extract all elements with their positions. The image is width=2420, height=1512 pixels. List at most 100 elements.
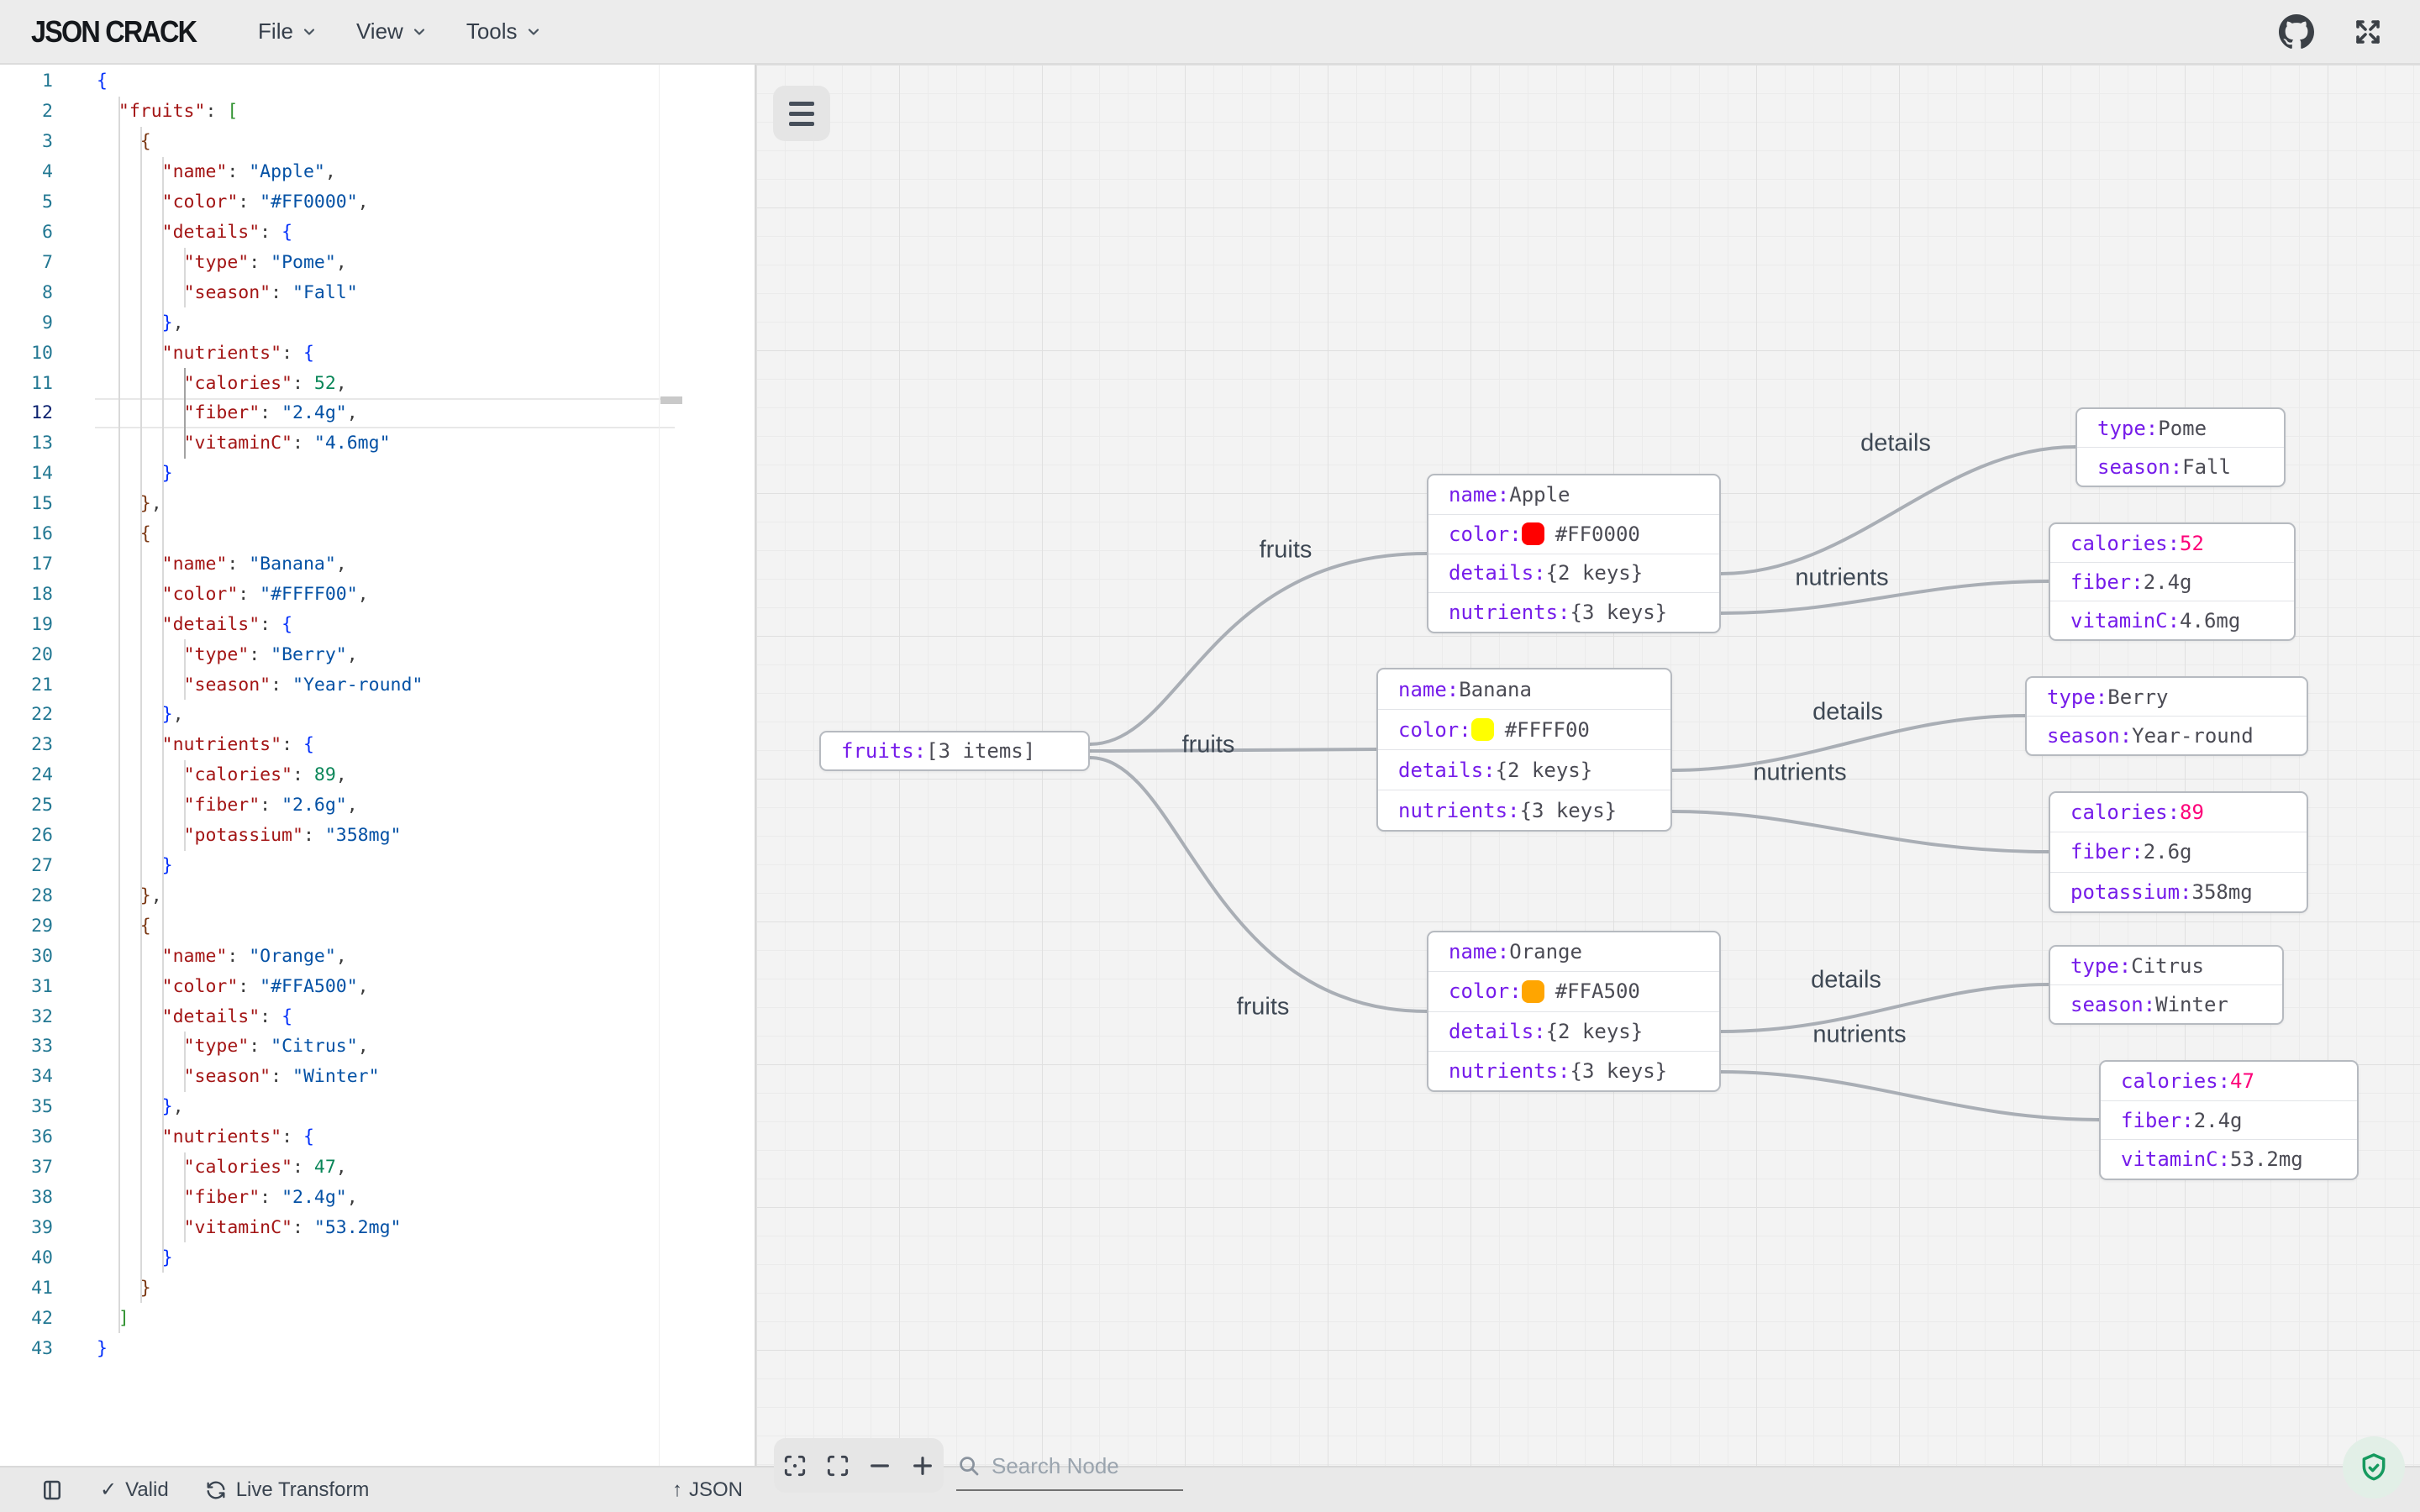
line-number: 41 xyxy=(31,1277,53,1299)
node-key: vitaminC: xyxy=(2121,1147,2231,1172)
editor-line[interactable]: 22 }, xyxy=(0,700,755,730)
menu-view[interactable]: View xyxy=(356,18,428,45)
line-number: 6 xyxy=(42,221,53,243)
editor-line[interactable]: 19 "details": { xyxy=(0,609,755,639)
code-text: "details": { xyxy=(161,613,293,635)
privacy-shield-button[interactable] xyxy=(2343,1436,2405,1499)
valid-label: Valid xyxy=(125,1478,169,1501)
editor-line[interactable]: 18 "color": "#FFFF00", xyxy=(0,579,755,609)
editor-line[interactable]: 6 "details": { xyxy=(0,218,755,248)
editor-line[interactable]: 26 "potassium": "358mg" xyxy=(0,821,755,851)
editor-line[interactable]: 42 ] xyxy=(0,1303,755,1333)
editor-line[interactable]: 13 "vitaminC": "4.6mg" xyxy=(0,428,755,459)
editor-line[interactable]: 36 "nutrients": { xyxy=(0,1122,755,1152)
github-button[interactable] xyxy=(2279,13,2314,50)
node-value: {3 keys} xyxy=(1570,601,1668,625)
editor-line[interactable]: 15 }, xyxy=(0,489,755,519)
fullscreen-button[interactable] xyxy=(2353,17,2383,47)
toggle-editor-button[interactable] xyxy=(39,1478,65,1503)
code-text: "fruits": [ xyxy=(118,101,239,123)
app-logo[interactable]: JSON CRACK xyxy=(31,13,197,49)
node-key: fiber: xyxy=(2121,1108,2194,1132)
editor-line[interactable]: 3 { xyxy=(0,127,755,157)
line-number: 25 xyxy=(31,795,53,816)
node-key: season: xyxy=(2097,454,2183,479)
indent-guide xyxy=(184,760,186,851)
code-text: "type": "Citrus", xyxy=(183,1036,369,1058)
editor-line[interactable]: 30 "name": "Orange", xyxy=(0,941,755,971)
editor-line[interactable]: 24 "calories": 89, xyxy=(0,760,755,790)
menu-tools[interactable]: Tools xyxy=(466,18,542,45)
node-row: name: Orange xyxy=(1428,932,1719,971)
editor-line[interactable]: 20 "type": "Berry", xyxy=(0,639,755,669)
editor-line[interactable]: 29 { xyxy=(0,911,755,941)
code-text: "name": "Apple", xyxy=(161,161,336,183)
code-text: "fiber": "2.6g", xyxy=(183,795,358,816)
live-transform-toggle[interactable]: Live Transform xyxy=(204,1478,369,1502)
editor-line[interactable]: 21 "season": "Year-round" xyxy=(0,669,755,700)
edge-label: fruits xyxy=(1236,993,1290,1021)
editor-line[interactable]: 8 "season": "Fall" xyxy=(0,277,755,307)
editor-line[interactable]: 17 "name": "Banana", xyxy=(0,549,755,580)
editor-line[interactable]: 1{ xyxy=(0,66,755,97)
node-key: type: xyxy=(2097,416,2159,440)
editor-line[interactable]: 39 "vitaminC": "53.2mg" xyxy=(0,1212,755,1242)
editor-line[interactable]: 7 "type": "Pome", xyxy=(0,247,755,277)
editor-line[interactable]: 34 "season": "Winter" xyxy=(0,1062,755,1092)
graph-edge xyxy=(1088,552,1428,746)
editor-line[interactable]: 38 "fiber": "2.4g", xyxy=(0,1183,755,1213)
editor-line[interactable]: 11 "calories": 52, xyxy=(0,368,755,398)
zoom-out-button[interactable] xyxy=(866,1452,893,1479)
editor-line[interactable]: 14 } xyxy=(0,459,755,489)
editor-line[interactable]: 2 "fruits": [ xyxy=(0,97,755,127)
node-row: vitaminC: 4.6mg xyxy=(2050,601,2294,639)
editor-line[interactable]: 5 "color": "#FF0000", xyxy=(0,187,755,218)
node-row: season: Winter xyxy=(2050,984,2282,1023)
fit-view-button[interactable] xyxy=(824,1452,851,1479)
editor-line[interactable]: 41 } xyxy=(0,1273,755,1303)
format-selector[interactable]: ↑ JSON xyxy=(672,1478,743,1502)
editor-line[interactable]: 10 "nutrients": { xyxy=(0,338,755,368)
node-value: Citrus xyxy=(2131,953,2204,978)
editor-line[interactable]: 4 "name": "Apple", xyxy=(0,157,755,187)
menu-file[interactable]: File xyxy=(258,18,318,45)
graph-node-fruits-root[interactable]: fruits: [3 items] xyxy=(819,731,1090,771)
editor-line[interactable]: 27 } xyxy=(0,851,755,881)
editor-line[interactable]: 16 { xyxy=(0,519,755,549)
code-text: { xyxy=(97,71,108,92)
editor-line[interactable]: 28 }, xyxy=(0,880,755,911)
editor-line[interactable]: 25 "fiber": "2.6g", xyxy=(0,790,755,821)
code-text: "calories": 47, xyxy=(183,1157,347,1179)
editor-line[interactable]: 33 "type": "Citrus", xyxy=(0,1032,755,1062)
editor-line[interactable]: 32 "details": { xyxy=(0,1001,755,1032)
node-key: details: xyxy=(1398,758,1496,782)
graph-menu-button[interactable] xyxy=(773,86,830,141)
editor-line[interactable]: 43} xyxy=(0,1333,755,1363)
editor-line[interactable]: 31 "color": "#FFA500", xyxy=(0,971,755,1001)
search-node-input[interactable] xyxy=(992,1452,1160,1479)
node-row: name: Banana xyxy=(1378,669,1670,709)
zoom-in-button[interactable] xyxy=(909,1452,936,1479)
edge-label: details xyxy=(1812,698,1883,726)
node-value: 52 xyxy=(2180,531,2204,555)
node-row: season: Fall xyxy=(2077,447,2284,486)
code-text: "potassium": "358mg" xyxy=(183,825,402,847)
editor-line[interactable]: 12 "fiber": "2.4g", xyxy=(0,398,755,428)
editor-line[interactable]: 9 }, xyxy=(0,307,755,338)
editor-line[interactable]: 23 "nutrients": { xyxy=(0,730,755,760)
editor-line[interactable]: 35 }, xyxy=(0,1092,755,1122)
json-editor[interactable]: 1{2 "fruits": [3 {4 "name": "Apple",5 "c… xyxy=(0,65,756,1466)
center-view-button[interactable] xyxy=(781,1452,808,1479)
editor-line[interactable]: 40 } xyxy=(0,1242,755,1273)
editor-line[interactable]: 37 "calories": 47, xyxy=(0,1152,755,1183)
